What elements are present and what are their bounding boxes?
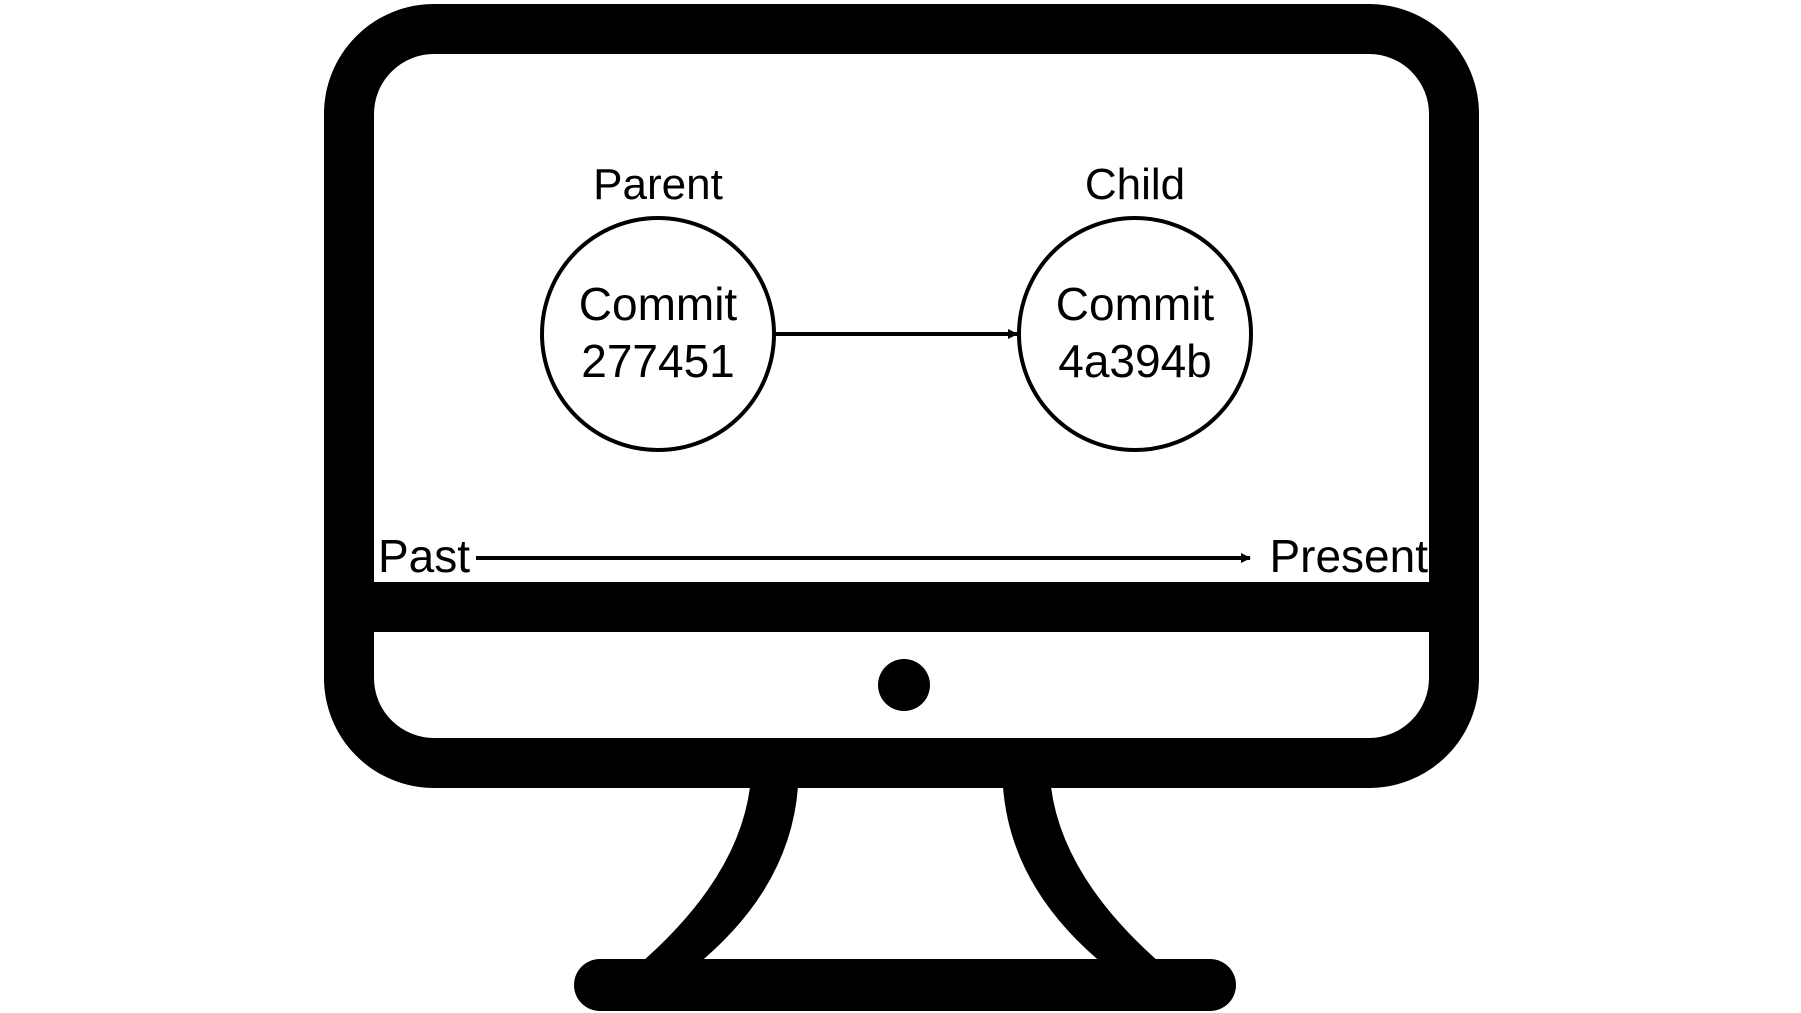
desktop-monitor-icon xyxy=(324,4,1479,1011)
timeline-start-label: Past xyxy=(378,530,470,582)
commit-label: Commit xyxy=(1056,278,1215,330)
commit-circle xyxy=(1017,216,1253,452)
monitor-bezel-bar xyxy=(374,582,1429,632)
commit-node-child: Child Commit 4a394b xyxy=(1017,160,1253,452)
commit-hash: 277451 xyxy=(581,335,735,387)
commit-circle xyxy=(540,216,776,452)
node-role-label: Child xyxy=(1085,160,1185,209)
commit-node-parent: Parent Commit 277451 xyxy=(540,160,776,452)
monitor-stand xyxy=(635,787,1166,968)
power-button-icon xyxy=(878,659,930,711)
commit-hash: 4a394b xyxy=(1058,335,1212,387)
commit-label: Commit xyxy=(579,278,738,330)
timeline-end-label: Present xyxy=(1269,530,1428,582)
monitor-frame xyxy=(324,4,1479,788)
timeline: Past Present xyxy=(378,530,1428,582)
node-role-label: Parent xyxy=(593,160,723,209)
